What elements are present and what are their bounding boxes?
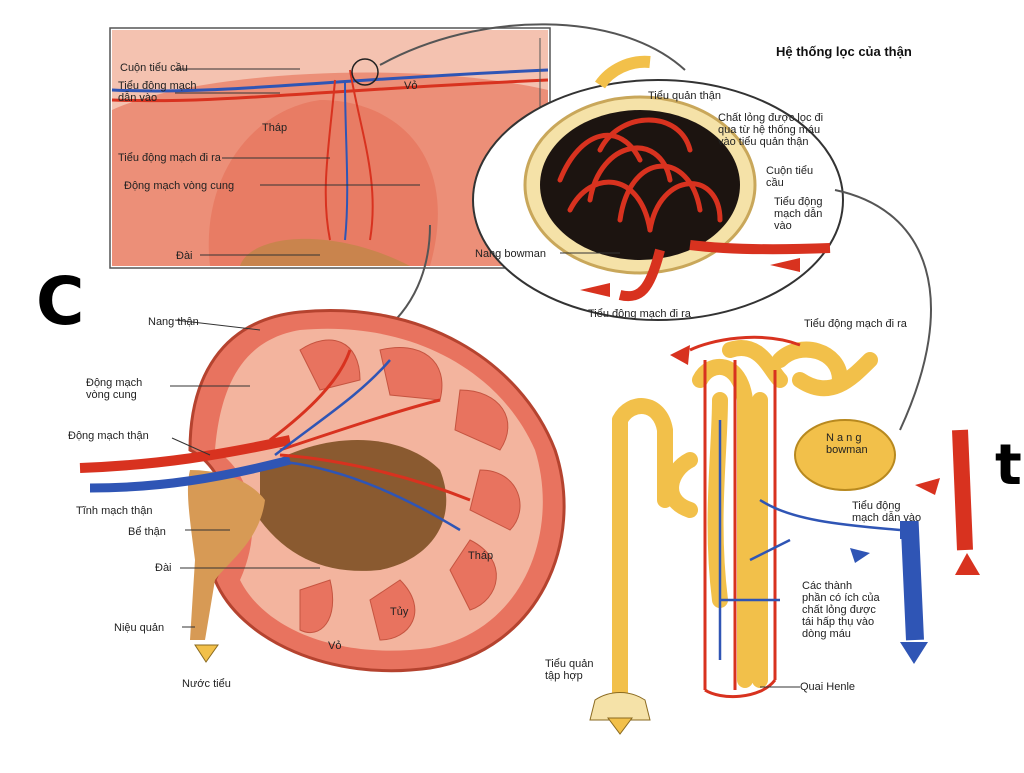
overlay-text-left: C xyxy=(36,263,85,340)
label-nuoc-tieu: Nước tiểu xyxy=(182,678,231,690)
label-tieu-dong-mach-dan-vao-circle: Tiểu động mạch dẫn vào xyxy=(774,196,823,232)
label-quai-henle: Quai Henle xyxy=(800,681,856,693)
label-tieu-dong-mach-di-ra-neph: Tiểu động mạch đi ra xyxy=(804,318,907,330)
label-dai-top: Đài xyxy=(176,250,193,262)
diagram-title: Hệ thống lọc của thận xyxy=(776,44,912,59)
label-vo-top: Vỏ xyxy=(404,80,418,92)
label-nang-bowman-neph: N a n g bowman xyxy=(826,432,868,456)
label-cuon-tieu-cau-circle: Cuộn tiểu cầu xyxy=(766,165,814,189)
label-vo: Vỏ xyxy=(328,640,342,652)
label-tinh-mach-than: Tĩnh mạch thận xyxy=(76,505,153,517)
label-chat-long-loc: Chất lỏng được lọc đi qua từ hệ thống má… xyxy=(718,112,824,148)
label-thap: Tháp xyxy=(468,550,494,562)
label-thap-top: Tháp xyxy=(262,122,288,134)
label-nang-bowman-circle: Nang bowman xyxy=(475,248,546,260)
label-tieu-dong-mach-dan-vao-top: Tiểu động mạch dẫn vào xyxy=(118,80,197,104)
label-nang-than: Nang thận xyxy=(148,316,199,328)
kidney-cross-section xyxy=(79,309,566,673)
label-tieu-dong-mach-dan-vao-neph: Tiểu động mạch dẫn vào xyxy=(852,500,922,524)
label-tieu-quan-tap-hop: Tiểu quản tập hợp xyxy=(545,658,594,682)
leader-lines xyxy=(170,68,800,688)
cortex-section-panel xyxy=(109,27,551,269)
label-tieu-quan-than: Tiểu quản thận xyxy=(648,90,721,102)
label-dong-mach-vong-cung-top: Động mạch vòng cung xyxy=(124,180,235,192)
nephron-illustration xyxy=(589,335,980,735)
label-dong-mach-than: Động mạch thận xyxy=(68,430,149,442)
label-tieu-dong-mach-di-ra-top: Tiểu động mạch đi ra xyxy=(118,152,221,164)
label-cuon-tieu-cau-top: Cuộn tiểu cầu xyxy=(120,62,188,74)
label-cac-thanh-phan: Các thành phần có ích của chất lỏng được… xyxy=(802,580,880,640)
label-dai: Đài xyxy=(155,562,172,574)
label-tieu-dong-mach-di-ra-circle: Tiểu động mạch đi ra xyxy=(588,308,691,320)
overlay-text-right: t xyxy=(995,433,1022,498)
glomerulus-circle xyxy=(472,55,844,321)
label-tuy: Tủy xyxy=(390,606,409,618)
label-dong-mach-vong-cung: Động mạch vòng cung xyxy=(86,377,143,401)
label-be-than: Bể thận xyxy=(128,526,166,538)
label-nieu-quan: Niệu quản xyxy=(114,622,165,634)
